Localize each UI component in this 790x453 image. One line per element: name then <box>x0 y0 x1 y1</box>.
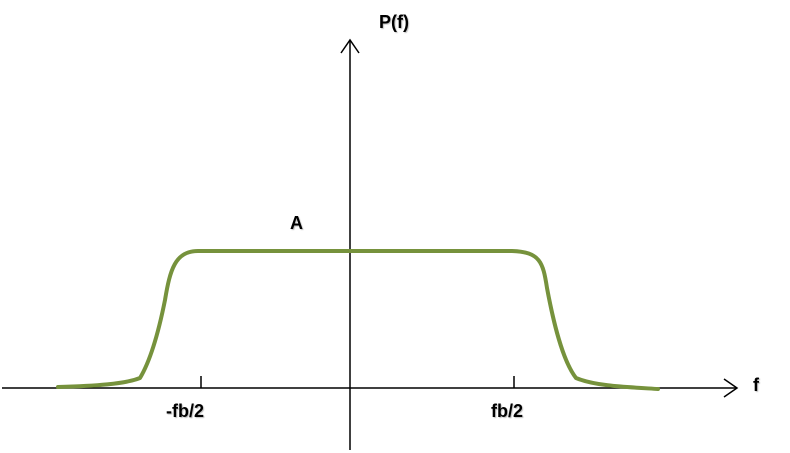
y-axis-label: P(f) <box>379 12 409 32</box>
x-axis-label: f <box>753 375 759 395</box>
level-label: A <box>290 213 303 233</box>
tick-label-left: -fb/2 <box>166 401 204 421</box>
y-axis-arrowhead <box>340 38 360 54</box>
x-axis-arrowhead <box>723 378 739 398</box>
tick-label-right: fb/2 <box>491 401 524 421</box>
spectrum-curve <box>56 249 660 391</box>
